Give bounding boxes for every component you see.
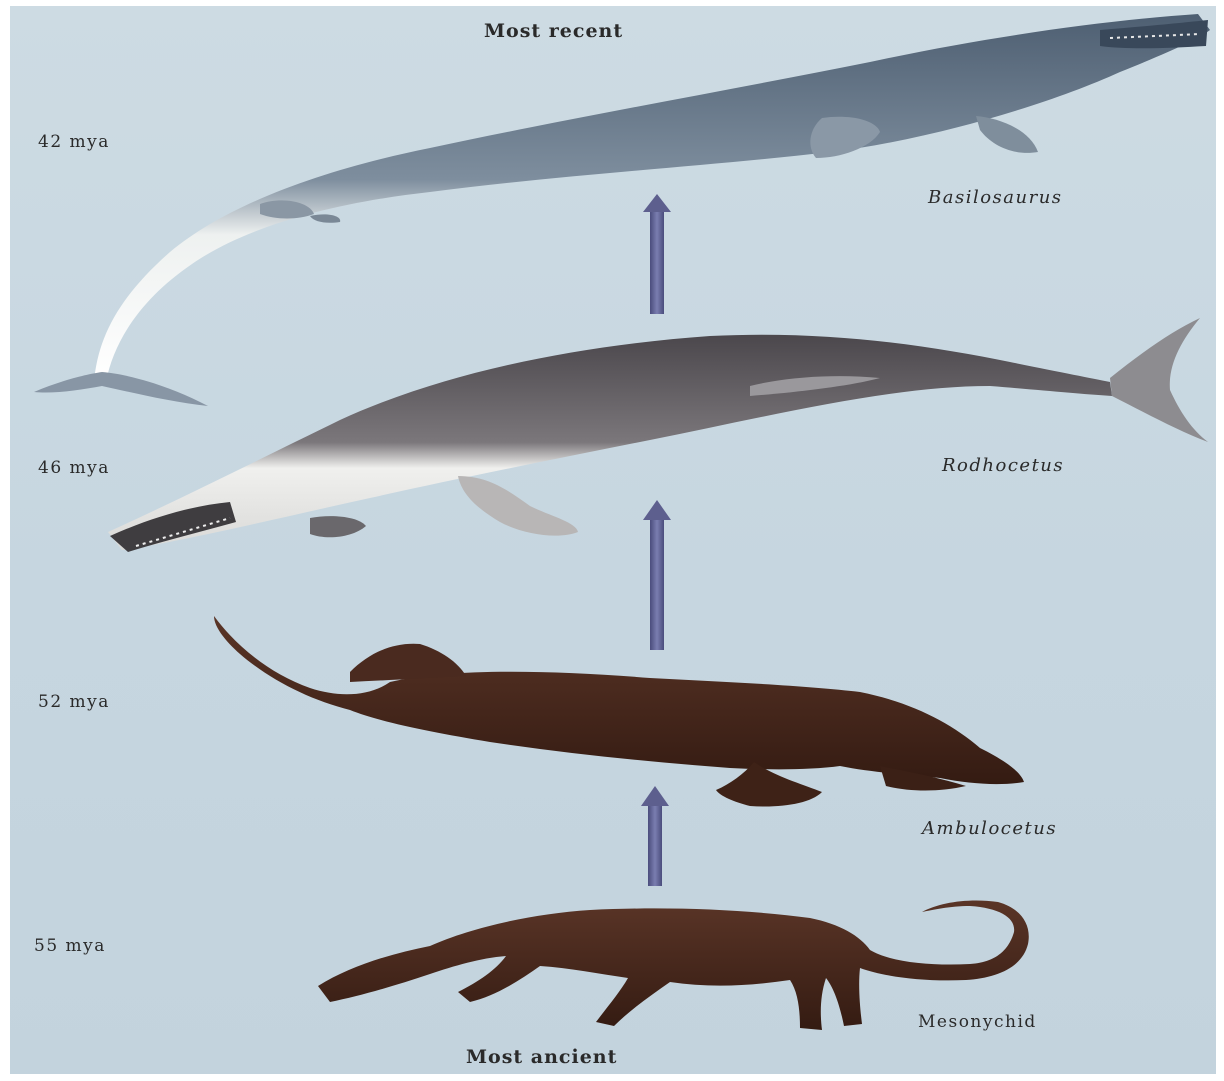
age-label-46: 46 mya (38, 458, 110, 478)
arrow-up-1 (643, 194, 671, 314)
rodhocetus-tail-fluke (1110, 318, 1208, 442)
most-recent-label: Most recent (484, 20, 623, 42)
arrow-up-2 (643, 500, 671, 650)
species-label-mesonychid: Mesonychid (918, 1012, 1037, 1032)
age-label-55: 55 mya (34, 936, 106, 956)
species-label-ambulocetus: Ambulocetus (922, 818, 1057, 839)
age-label-42: 42 mya (38, 132, 110, 152)
species-label-rodhocetus: Rodhocetus (942, 455, 1064, 476)
basilosaurus-flipper-2 (976, 116, 1038, 153)
arrow-up-3 (641, 786, 669, 886)
ambulocetus-figure (214, 616, 1024, 806)
evolution-diagram: Most recent Most ancient 42 mya Basilosa… (10, 6, 1216, 1074)
most-ancient-label: Most ancient (466, 1046, 617, 1068)
species-label-basilosaurus: Basilosaurus (928, 187, 1063, 208)
rodhocetus-hind-limb (458, 476, 578, 536)
rodhocetus-front-limb (310, 516, 366, 537)
mesonychid-body (318, 900, 1029, 1030)
basilosaurus-front-flipper (810, 117, 880, 158)
age-label-52: 52 mya (38, 692, 110, 712)
ambulocetus-hind-foot (350, 644, 466, 682)
rodhocetus-body (108, 335, 1112, 550)
mesonychid-figure (318, 900, 1029, 1030)
illustration (10, 6, 1216, 1074)
basilosaurus-tail-fluke (34, 372, 208, 406)
ambulocetus-body (214, 616, 1024, 784)
